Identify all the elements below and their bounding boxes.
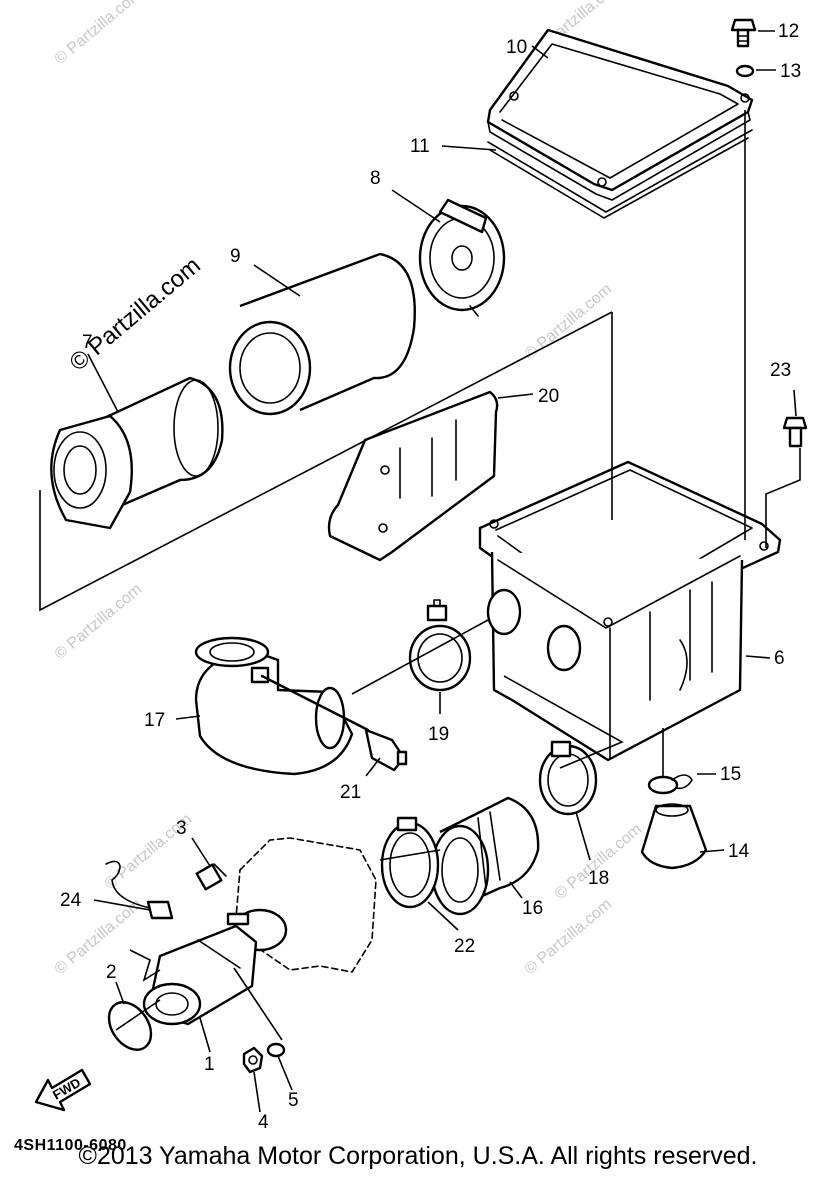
part-21-sensor (260, 674, 408, 772)
part-8-cap (418, 198, 506, 317)
part-20-plate (327, 390, 499, 562)
watermark: © Partzilla.com (52, 0, 146, 68)
callout-6: 6 (774, 648, 785, 669)
part-17-joint (194, 636, 354, 776)
part-3-screw (195, 863, 227, 891)
watermark: © Partzilla.com (552, 821, 646, 903)
callout-8: 8 (370, 168, 381, 189)
part-22-clamp (380, 816, 440, 909)
part-10-cover (486, 28, 754, 201)
part-5-washer (266, 1042, 286, 1058)
diagram-code: 4SH1100-6080 (14, 1137, 127, 1154)
callout-20: 20 (538, 386, 559, 407)
watermark-main: © Partzilla.com (65, 252, 206, 377)
part-12-screw (730, 18, 757, 48)
callout-22: 22 (454, 936, 475, 957)
callout-14: 14 (728, 841, 750, 862)
part-24-wire (105, 860, 174, 920)
copyright-notice: ©2013 Yamaha Motor Corporation, U.S.A. A… (78, 1142, 758, 1170)
part-19-clamp (408, 599, 472, 692)
part-18-clamp (538, 740, 598, 816)
part-9-element (228, 252, 416, 416)
callout-11: 11 (410, 136, 430, 157)
callout-16: 16 (522, 898, 543, 919)
callout-labels: 1 2 3 4 5 6 7 8 9 10 11 12 13 14 15 16 1… (60, 21, 801, 1133)
callout-17: 17 (144, 710, 165, 731)
part-7-guide (50, 376, 224, 530)
callout-12: 12 (778, 21, 799, 42)
part-13-washer (735, 64, 755, 78)
part-1-manifold (142, 924, 258, 1026)
callout-21: 21 (340, 782, 361, 803)
part-16-joint (430, 796, 540, 916)
callout-24: 24 (60, 890, 82, 911)
callout-10: 10 (506, 37, 527, 58)
part-11-seal (487, 129, 753, 219)
watermark: © Partzilla.com (522, 281, 616, 363)
callout-3: 3 (176, 818, 187, 839)
callout-4: 4 (258, 1112, 269, 1133)
leader-lines (39, 30, 801, 1113)
callout-7: 7 (82, 332, 93, 353)
callout-15: 15 (720, 764, 741, 785)
callout-23: 23 (770, 360, 791, 381)
callout-9: 9 (230, 246, 241, 267)
callout-13: 13 (780, 61, 801, 82)
part-6-case (478, 460, 782, 762)
part-15-grommet (647, 774, 693, 795)
watermark: © Partzilla.com (52, 581, 146, 663)
callout-5: 5 (288, 1090, 299, 1111)
fwd-arrow-icon: FWD (34, 1068, 92, 1112)
part-4-nut (242, 1046, 264, 1074)
callout-19: 19 (428, 724, 449, 745)
part-14-drain (640, 803, 708, 870)
part-23-bolt (782, 416, 808, 448)
callout-1: 1 (204, 1054, 215, 1075)
callout-18: 18 (588, 868, 609, 889)
callout-2: 2 (106, 962, 117, 983)
